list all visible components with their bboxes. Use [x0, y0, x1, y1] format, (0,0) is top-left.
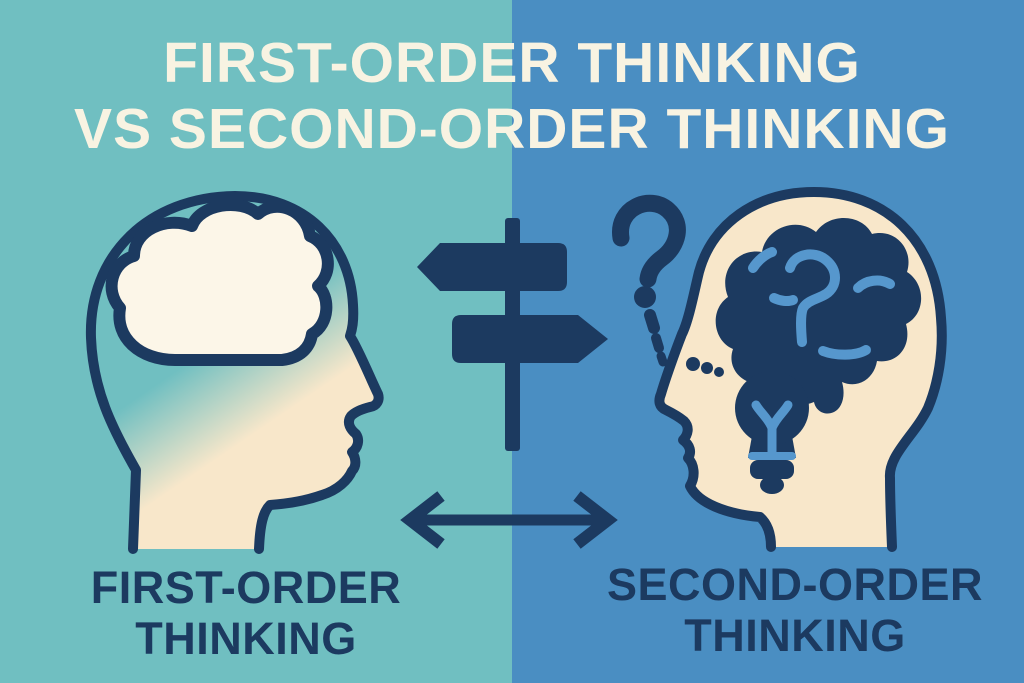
double-headed-arrow-icon — [400, 491, 618, 549]
signpost-board-right — [452, 315, 608, 363]
page-title: FIRST-ORDER THINKING VS SECOND-ORDER THI… — [0, 30, 1024, 162]
signpost-board-left — [417, 243, 567, 291]
bulb-tip — [760, 476, 784, 494]
arrow-head-left — [400, 491, 445, 549]
arrow-head-right — [573, 491, 618, 549]
brain-fold-lines — [748, 247, 895, 360]
thinking-dots-icon — [686, 357, 724, 377]
brain-icon — [715, 217, 922, 414]
question-mark-icon — [612, 194, 686, 367]
right-panel-label: SECOND-ORDER THINKING — [583, 559, 1007, 661]
left-label-line-1: FIRST-ORDER — [90, 562, 402, 613]
title-line-2: VS SECOND-ORDER THINKING — [74, 97, 950, 161]
question-mark-dot — [634, 286, 656, 308]
question-mark-dotted-trail — [644, 309, 668, 367]
bulb-base — [750, 460, 794, 479]
thought-cloud-icon — [105, 198, 334, 366]
head-profile-facing-right-icon — [85, 191, 384, 554]
title-line-1: FIRST-ORDER THINKING — [163, 31, 861, 95]
lightbulb-icon — [735, 371, 809, 494]
left-label-line-2: THINKING — [135, 613, 357, 664]
bulb-filament — [751, 400, 793, 457]
right-label-line-1: SECOND-ORDER — [606, 559, 984, 610]
right-label-line-2: THINKING — [684, 610, 906, 661]
head-profile-facing-left-icon — [654, 187, 947, 552]
bulb-band — [748, 452, 796, 460]
question-mark-curl — [612, 194, 686, 288]
bulb-glass — [735, 371, 809, 445]
left-panel-label: FIRST-ORDER THINKING — [26, 562, 466, 664]
signpost-icon — [417, 218, 608, 451]
